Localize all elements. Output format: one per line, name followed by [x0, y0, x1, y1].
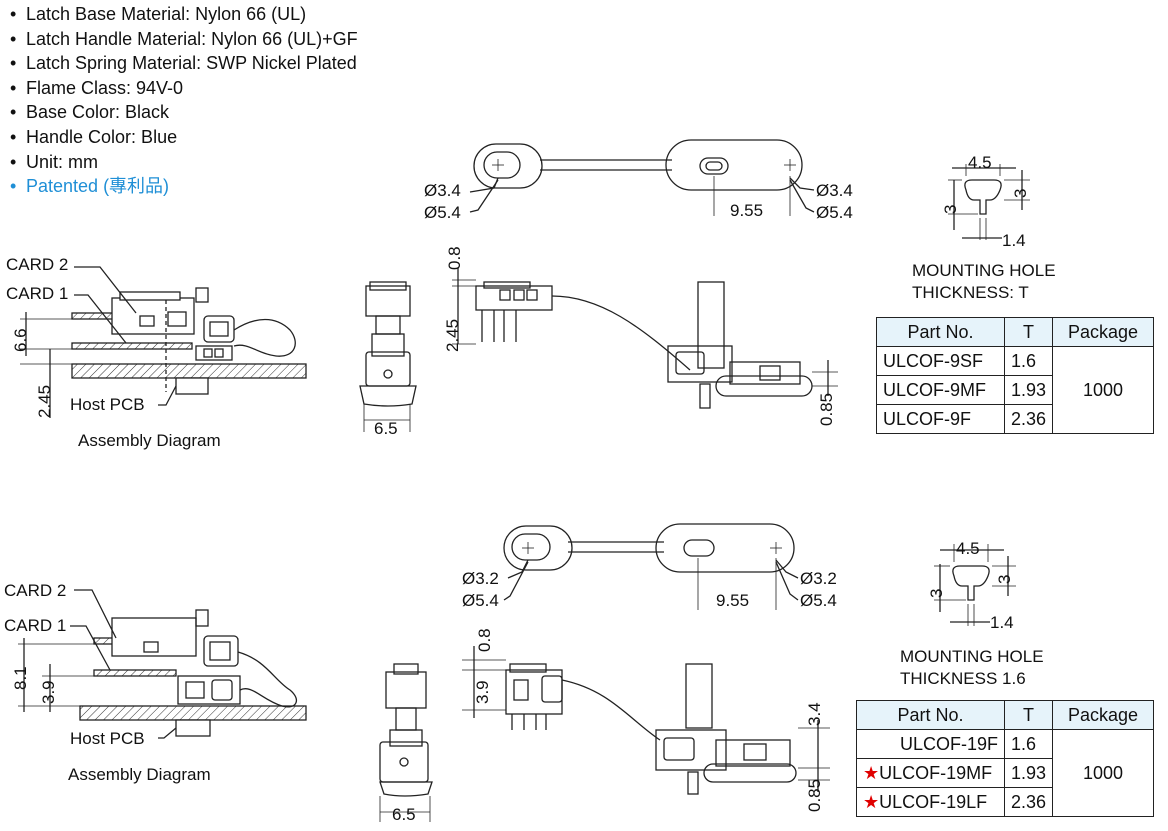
dim-width: 6.5 [392, 805, 416, 824]
dim-width: 6.5 [374, 419, 398, 438]
hole-right-outer: Ø5.4 [816, 203, 853, 222]
top-view-top [469, 139, 815, 216]
table-row: ★ULCOF-19LF 2.36 [856, 787, 1154, 817]
part-no: ULCOF-9F [876, 404, 1005, 434]
thickness: 1.6 [1003, 346, 1054, 376]
col-t: T [1003, 700, 1054, 730]
part-no: ★ULCOF-19MF [856, 758, 1005, 788]
dim-top-clearance: 0.8 [445, 246, 464, 270]
thickness: 2.36 [1003, 787, 1054, 817]
new-item-star-icon: ★ [863, 762, 880, 783]
package-qty: 1000 [1052, 729, 1155, 817]
assembly-diagram-bottom [18, 589, 307, 739]
hole-right-outer: Ø5.4 [800, 591, 837, 610]
hole-left-outer: Ø5.4 [424, 203, 461, 222]
part-no: ULCOF-19F [856, 729, 1005, 759]
thickness-label: THICKNESS 1.6 [900, 669, 1026, 688]
mh-height-right: 3 [1011, 188, 1030, 198]
spec-item: •Unit: mm [10, 151, 98, 172]
spec-item: •Latch Spring Material: SWP Nickel Plate… [10, 53, 357, 74]
card1-label: CARD 1 [6, 284, 69, 303]
spec-item: •Handle Color: Blue [10, 126, 178, 147]
dim-handle-height: 3.4 [805, 702, 824, 726]
part-no: ULCOF-9SF [876, 346, 1005, 376]
dim-latch-height: 2.45 [443, 318, 462, 352]
front-view-top [359, 281, 417, 432]
dim-latch-height: 3.9 [473, 680, 492, 704]
dim-top-clearance: 0.8 [475, 628, 494, 652]
hole-right-inner: Ø3.4 [816, 181, 853, 200]
mh-width: 4.5 [956, 539, 980, 558]
part-table-top: Part No. T Package ULCOF-9SF 1.6 1000 UL… [876, 317, 1155, 434]
col-part-no: Part No. [856, 700, 1005, 730]
col-package: Package [1052, 700, 1155, 730]
mh-width: 4.5 [968, 153, 992, 172]
col-package: Package [1052, 317, 1155, 347]
host-pcb-label: Host PCB [70, 729, 145, 748]
table-row: ★ULCOF-19MF 1.93 [856, 758, 1154, 788]
front-view-bottom [379, 663, 433, 822]
mounting-hole-bottom [934, 544, 1016, 626]
thickness: 1.93 [1003, 375, 1054, 405]
table-row: ULCOF-9F 2.36 [876, 404, 1154, 434]
card2-label: CARD 2 [6, 255, 69, 274]
card1-label: CARD 1 [4, 616, 67, 635]
spec-item: •Flame Class: 94V-0 [10, 77, 184, 98]
mounting-hole-label: MOUNTING HOLE [912, 261, 1056, 280]
part-no: ★ULCOF-19LF [856, 787, 1005, 817]
thickness-label: THICKNESS: T [912, 283, 1029, 302]
assembly-diagram-top [20, 266, 307, 418]
mh-height-left: 3 [941, 204, 960, 214]
col-part-no: Part No. [876, 317, 1005, 347]
assembly-diagram-caption: Assembly Diagram [68, 765, 211, 784]
thickness: 2.36 [1003, 404, 1054, 434]
table-row: ULCOF-9SF 1.6 1000 [876, 346, 1155, 434]
dim-card-gap: 6.6 [11, 328, 30, 352]
thickness: 1.6 [1003, 729, 1054, 759]
table-header: Part No. T Package [876, 317, 1155, 347]
assembly-diagram-caption: Assembly Diagram [78, 431, 221, 450]
hole-left-outer: Ø5.4 [462, 591, 499, 610]
dim-hole-pitch: 9.55 [730, 201, 764, 220]
dim-pcb-gap: 2.45 [35, 384, 54, 418]
spec-item: •Latch Base Material: Nylon 66 (UL) [10, 4, 307, 24]
table-row: ULCOF-19F 1.6 1000 [856, 729, 1155, 817]
new-item-star-icon: ★ [863, 791, 880, 812]
dim-pcb-gap: 3.9 [39, 680, 58, 704]
dim-bottom-clearance: 0.85 [817, 392, 836, 426]
spec-item: •Latch Handle Material: Nylon 66 (UL)+GF [10, 28, 358, 49]
dim-hole-pitch: 9.55 [716, 591, 750, 610]
mh-slot: 1.4 [990, 613, 1014, 632]
host-pcb-label: Host PCB [70, 395, 145, 414]
spec-list: •Latch Base Material: Nylon 66 (UL) •Lat… [10, 2, 358, 199]
side-view-top [452, 268, 838, 409]
table-header: Part No. T Package [856, 700, 1155, 730]
thickness: 1.93 [1003, 758, 1054, 788]
package-qty: 1000 [1052, 346, 1155, 434]
hole-left-inner: Ø3.2 [462, 569, 499, 588]
table-row: ULCOF-9MF 1.93 [876, 375, 1154, 405]
mounting-hole-label: MOUNTING HOLE [900, 647, 1044, 666]
dim-bottom-clearance: 0.85 [805, 778, 824, 812]
mounting-hole-top [948, 164, 1030, 240]
dim-card-gap: 8.1 [11, 666, 30, 690]
part-no: ULCOF-9MF [876, 375, 1005, 405]
mh-height-left: 3 [927, 588, 946, 598]
card2-label: CARD 2 [4, 581, 67, 600]
spec-item: •Base Color: Black [10, 102, 170, 123]
mh-slot: 1.4 [1002, 231, 1026, 250]
side-view-bottom [462, 646, 830, 795]
hole-right-inner: Ø3.2 [800, 569, 837, 588]
top-view-bottom [503, 523, 799, 610]
mh-height-right: 3 [995, 574, 1014, 584]
col-t: T [1003, 317, 1054, 347]
hole-left-inner: Ø3.4 [424, 181, 461, 200]
part-table-bottom: Part No. T Package ULCOF-19F 1.6 1000 ★U… [856, 700, 1155, 817]
spec-item-patented: •Patented (專利品) [10, 176, 170, 197]
